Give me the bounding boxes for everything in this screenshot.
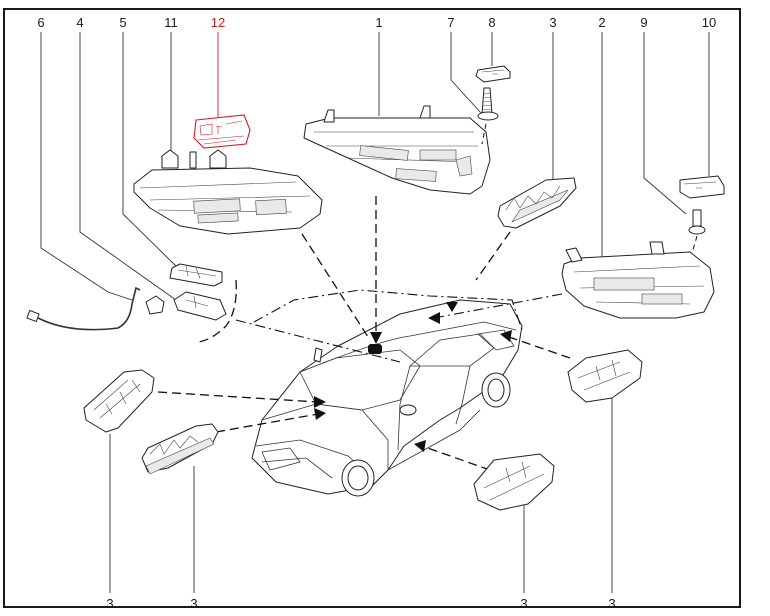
callout-label: 9 (640, 15, 647, 30)
callout-3-bottom-right[interactable]: 3 (608, 396, 616, 611)
callout-label: 3 (190, 596, 197, 611)
callout-3-top[interactable]: 3 (549, 15, 557, 180)
part-8-clip-nut[interactable] (475, 65, 511, 83)
callout-label: 5 (119, 15, 126, 30)
leader-line (450, 32, 482, 114)
callout-12[interactable]: 12 (211, 15, 225, 117)
callout-label: 12 (211, 15, 225, 30)
callout-4[interactable]: 4 (76, 15, 177, 301)
part-3-courtesy-lamp-middle[interactable] (473, 453, 555, 511)
callout-2[interactable]: 2 (598, 15, 606, 258)
part-7-screw[interactable] (477, 87, 499, 145)
installed-module-marker (368, 344, 382, 354)
callout-3-bottom-left-2[interactable]: 3 (190, 466, 198, 611)
leader-line (643, 32, 687, 215)
callout-label: 7 (447, 15, 454, 30)
car-body (251, 289, 523, 497)
callout-3-bottom-left-1[interactable]: 3 (106, 434, 114, 611)
callout-label: 10 (702, 15, 716, 30)
callout-label: 3 (549, 15, 556, 30)
callout-label: 1 (375, 15, 382, 30)
leader-line (40, 32, 133, 301)
assembly-guides (157, 196, 571, 471)
callout-label: 4 (76, 15, 83, 30)
part-10-clip-nut[interactable] (679, 175, 725, 199)
callout-5[interactable]: 5 (119, 15, 179, 269)
callout-6[interactable]: 6 (37, 15, 133, 301)
callout-1[interactable]: 1 (375, 15, 383, 116)
callout-label: 2 (598, 15, 605, 30)
callout-10[interactable]: 10 (702, 15, 716, 176)
callout-label: 6 (37, 15, 44, 30)
callout-3-bottom-middle[interactable]: 3 (520, 505, 528, 611)
part-11-overhead-console[interactable] (133, 149, 323, 235)
callout-8[interactable]: 8 (488, 15, 496, 66)
leader-line (79, 32, 177, 301)
part-3-courtesy-lamp-top[interactable] (497, 177, 577, 229)
part-1-front-overhead-console[interactable] (303, 105, 491, 195)
dashed-guide (197, 279, 237, 343)
part-3-courtesy-lamp-right[interactable] (567, 349, 643, 403)
callout-label: 3 (608, 596, 615, 611)
dashed-guide (475, 231, 511, 281)
part-3-courtesy-lamp-left-2[interactable] (141, 423, 219, 475)
callout-label: 11 (164, 15, 178, 30)
callout-label: 3 (106, 596, 113, 611)
callout-7[interactable]: 7 (447, 15, 482, 114)
part-5-lamp-lens[interactable] (169, 263, 223, 287)
leader-line (122, 32, 179, 269)
part-6-wiring-harness[interactable] (26, 286, 165, 331)
callout-9[interactable]: 9 (640, 15, 687, 215)
part-2-rear-dome-lamp[interactable] (561, 241, 715, 319)
callout-label: 8 (488, 15, 495, 30)
part-3-courtesy-lamp-left[interactable] (83, 369, 155, 433)
callout-label: 3 (520, 596, 527, 611)
part-4-lamp-housing[interactable] (173, 291, 227, 321)
part-12-control-module[interactable] (193, 114, 251, 149)
callout-11[interactable]: 11 (164, 15, 178, 152)
